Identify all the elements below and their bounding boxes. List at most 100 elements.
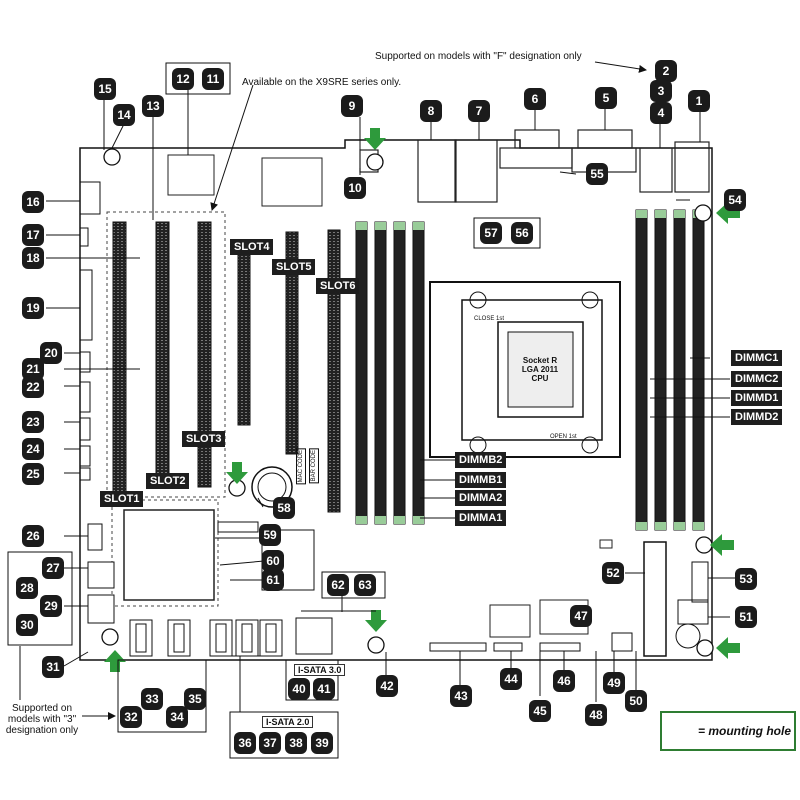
- legend-box: = mounting hole: [660, 711, 796, 751]
- callout-5: 5: [595, 87, 617, 109]
- callout-3: 3: [650, 80, 672, 102]
- callout-62: 62: [327, 574, 349, 596]
- callout-37: 37: [259, 732, 281, 754]
- callout-51: 51: [735, 606, 757, 628]
- callout-46: 46: [553, 670, 575, 692]
- dimm-d1-label: DIMMD1: [731, 390, 783, 406]
- callout-61: 61: [262, 569, 284, 591]
- callout-25: 25: [22, 463, 44, 485]
- callout-40: 40: [288, 678, 310, 700]
- sata3-label: I-SATA 3.0: [294, 664, 346, 676]
- callout-63: 63: [354, 574, 376, 596]
- callout-35: 35: [184, 688, 206, 710]
- callout-17: 17: [22, 224, 44, 246]
- callout-6: 6: [524, 88, 546, 110]
- note-line-designation: designation only: [5, 725, 79, 736]
- cpu-line-3: CPU: [531, 374, 549, 383]
- callout-52: 52: [602, 562, 624, 584]
- dimm-a2-label: DIMMA2: [455, 490, 507, 506]
- slot3-label: SLOT3: [182, 431, 226, 447]
- slot1-label: SLOT1: [100, 491, 144, 507]
- callout-12: 12: [172, 68, 194, 90]
- callout-23: 23: [22, 411, 44, 433]
- callout-54: 54: [724, 189, 746, 211]
- pcie-slots: [112, 221, 341, 513]
- cpu-label: Socket R LGA 2011 CPU: [515, 356, 565, 383]
- callout-50: 50: [625, 690, 647, 712]
- callout-30: 30: [16, 614, 38, 636]
- bar-code-label: BAR CODE: [309, 448, 319, 484]
- sata-connectors: [87, 523, 333, 657]
- dimm-d2-label: DIMMD2: [731, 409, 783, 425]
- callout-24: 24: [22, 438, 44, 460]
- callout-11: 11: [202, 68, 224, 90]
- cpu-close-label: CLOSE 1st: [474, 316, 505, 322]
- callout-2: 2: [655, 60, 677, 82]
- callout-41: 41: [313, 678, 335, 700]
- callout-45: 45: [529, 700, 551, 722]
- callout-21: 21: [22, 358, 44, 380]
- callout-49: 49: [603, 672, 625, 694]
- callout-32: 32: [120, 706, 142, 728]
- header-19: [79, 269, 93, 341]
- cpu-line-1: Socket R: [522, 356, 558, 365]
- callout-47: 47: [570, 605, 592, 627]
- callout-38: 38: [285, 732, 307, 754]
- sata2-label: I-SATA 2.0: [262, 716, 314, 728]
- legend-text: = mounting hole: [698, 724, 791, 738]
- callout-4: 4: [650, 102, 672, 124]
- chip-top: [167, 154, 215, 196]
- callout-58: 58: [273, 497, 295, 519]
- callout-27: 27: [42, 557, 64, 579]
- note-x9sre: Available on the X9SRE series only.: [242, 77, 402, 88]
- callout-19: 19: [22, 297, 44, 319]
- callout-60: 60: [262, 550, 284, 572]
- cpu-line-2: LGA 2011: [521, 365, 559, 374]
- callout-7: 7: [468, 100, 490, 122]
- callout-39: 39: [311, 732, 333, 754]
- cpu-open-label: OPEN 1st: [550, 434, 577, 440]
- slot5-label: SLOT5: [272, 259, 316, 275]
- callout-9: 9: [341, 95, 363, 117]
- cpu-socket: [429, 281, 621, 458]
- callout-34: 34: [166, 706, 188, 728]
- chip-bmc: [261, 157, 323, 207]
- callout-59: 59: [259, 524, 281, 546]
- callout-53: 53: [735, 568, 757, 590]
- note-f-designation: Supported on models with "F" designation…: [375, 51, 582, 62]
- callout-43: 43: [450, 685, 472, 707]
- slot6-label: SLOT6: [316, 278, 360, 294]
- cmos-battery: [251, 466, 293, 508]
- callout-18: 18: [22, 247, 44, 269]
- callout-13: 13: [142, 95, 164, 117]
- slot2-label: SLOT2: [146, 473, 190, 489]
- dimm-c1-label: DIMMC1: [731, 350, 783, 366]
- callout-31: 31: [42, 656, 64, 678]
- dimm-a1-label: DIMMA1: [455, 510, 507, 526]
- callout-28: 28: [16, 577, 38, 599]
- note-line-models: models with "3": [7, 714, 77, 725]
- note-line-supported: Supported on: [11, 703, 73, 714]
- note-models-3: Supported on models with "3" designation…: [2, 703, 82, 736]
- mounting-hole-arrows: [104, 128, 740, 672]
- mounting-holes: [101, 148, 714, 657]
- callout-14: 14: [113, 104, 135, 126]
- slot4-label: SLOT4: [230, 239, 274, 255]
- dimm-b2-label: DIMMB2: [455, 452, 507, 468]
- callout-22: 22: [22, 376, 44, 398]
- dimm-c2-label: DIMMC2: [731, 371, 783, 387]
- callout-36: 36: [234, 732, 256, 754]
- pch-chipset: [123, 509, 215, 601]
- callout-1: 1: [688, 90, 710, 112]
- mac-code-label: MAC CODE: [296, 448, 306, 485]
- callout-33: 33: [141, 688, 163, 710]
- callout-56: 56: [511, 222, 533, 244]
- io-chip: [489, 604, 531, 638]
- callout-48: 48: [585, 704, 607, 726]
- atx-power-connector: [643, 541, 667, 657]
- callout-26: 26: [22, 525, 44, 547]
- callout-16: 16: [22, 191, 44, 213]
- dimm-b1-label: DIMMB1: [455, 472, 507, 488]
- callout-44: 44: [500, 668, 522, 690]
